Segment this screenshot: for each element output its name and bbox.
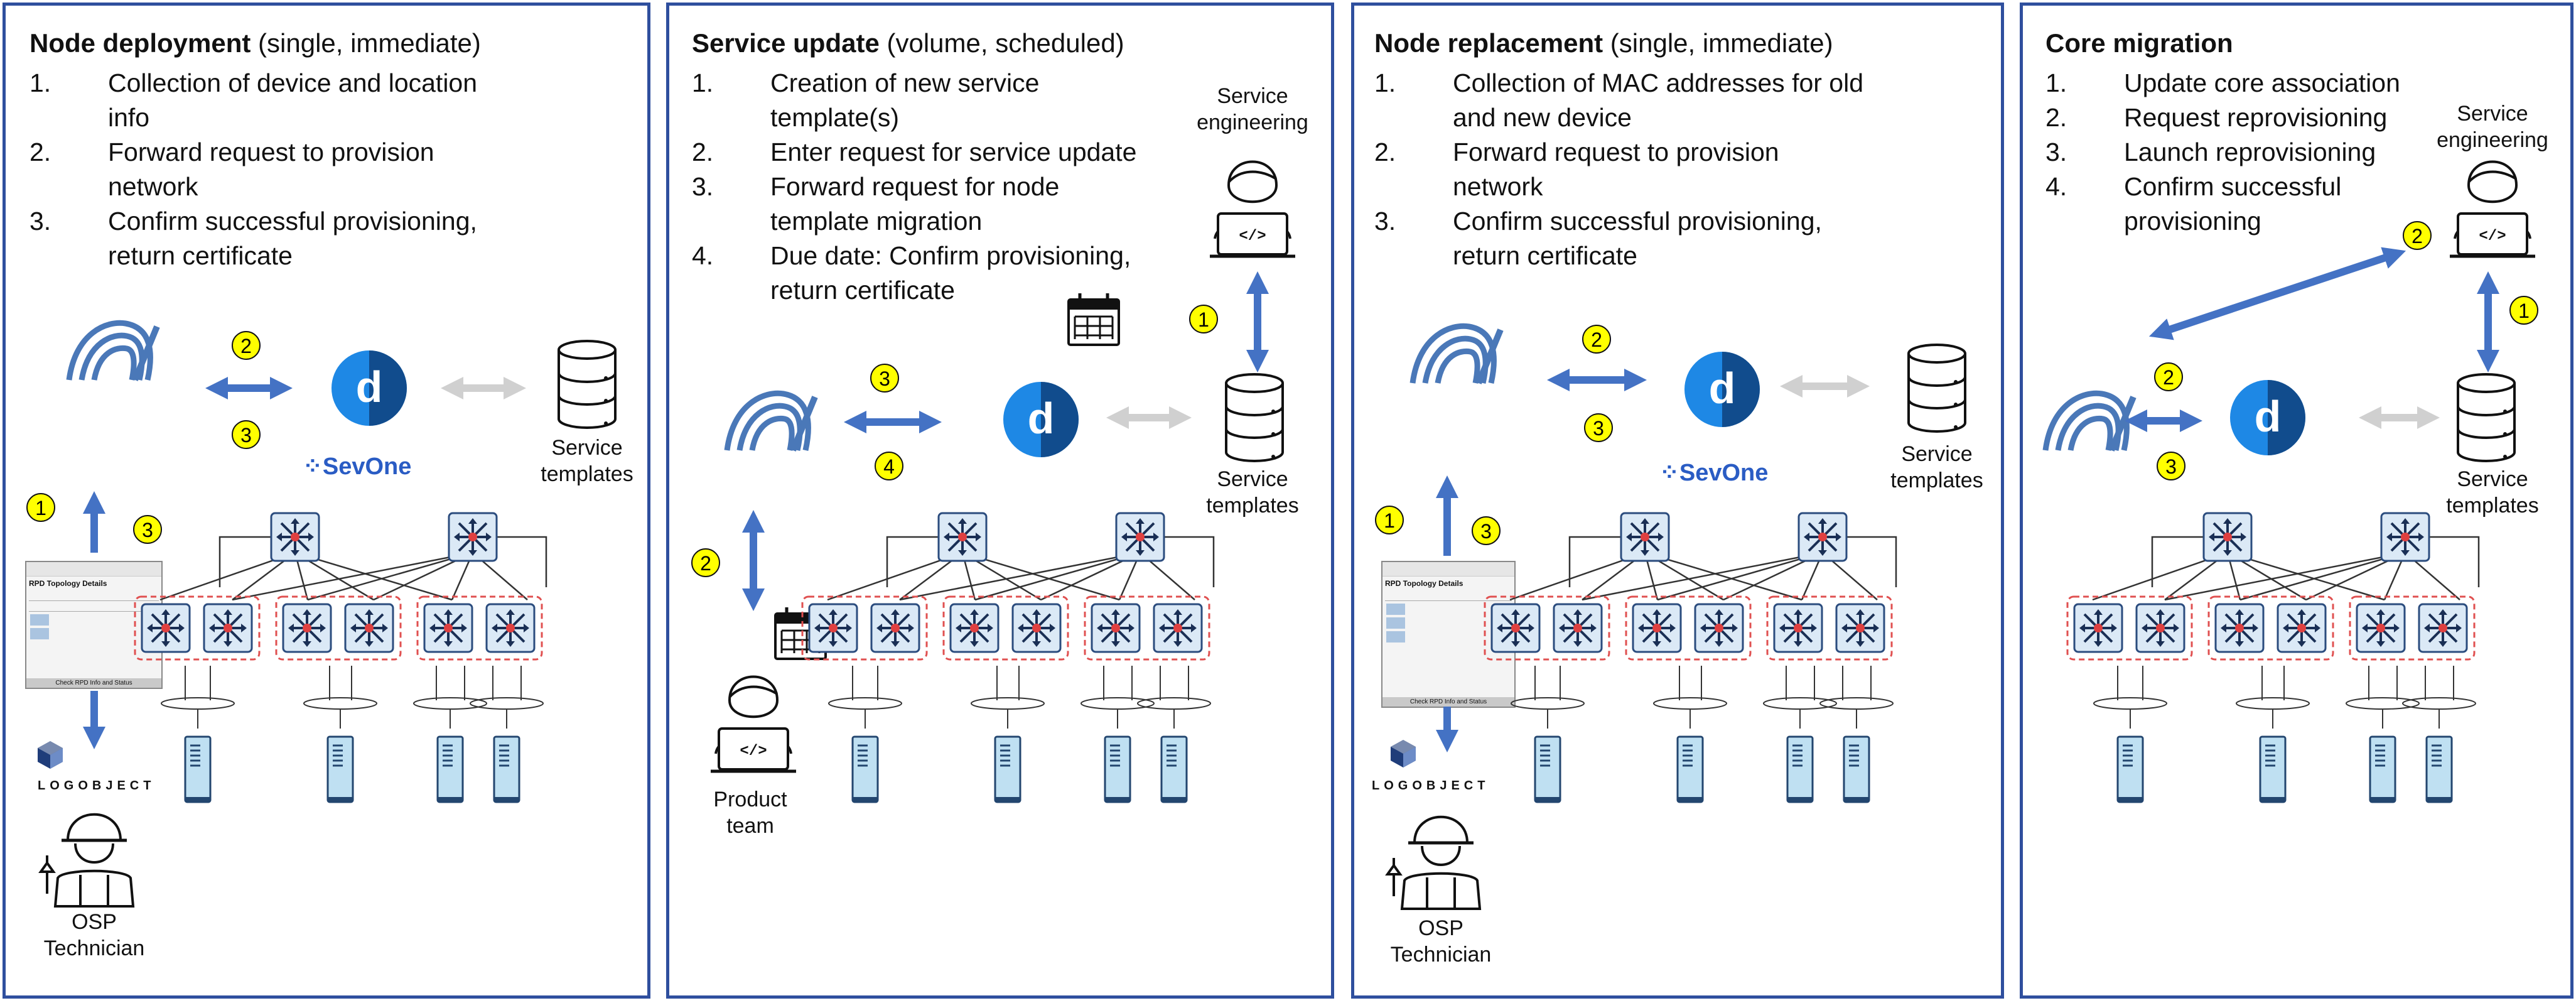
logobject-cube-icon <box>1391 740 1416 767</box>
database-icon <box>2457 373 2516 462</box>
technician-label: OSP Technician <box>1390 916 1492 967</box>
svg-text:3: 3 <box>1480 520 1492 543</box>
svg-text:1: 1 <box>1384 509 1395 532</box>
step-item: 2.Forward request to provision network <box>30 138 434 201</box>
step-badge: 1 <box>1375 506 1404 534</box>
panel-service-update: Service update (volume, scheduled) 1.Cre… <box>666 3 1334 999</box>
service-templates-label: Service templates <box>1206 467 1299 518</box>
svg-text:3: 3 <box>142 519 153 541</box>
step-item: 2.Enter request for service update <box>692 138 1137 166</box>
svg-text:3: 3 <box>2165 455 2177 478</box>
calendar-icon <box>1069 293 1119 345</box>
step-item: 3.Confirm successful provisioning, retur… <box>1374 207 1822 270</box>
step-badge: 3 <box>232 420 261 449</box>
netcracker-logo-icon <box>727 393 815 450</box>
step-item: 3.Confirm successful provisioning, retur… <box>30 207 477 270</box>
service-engineering-label: Service engineering <box>2437 102 2548 152</box>
sevone-label: ⁘SevOne <box>303 453 412 480</box>
logobject-cube-icon <box>38 741 63 769</box>
step-badge: 3 <box>133 515 162 544</box>
step-badge: 4 <box>875 452 903 480</box>
technician-icon <box>1388 817 1480 909</box>
d-logo-icon <box>1684 352 1760 427</box>
product-team-label: Product team <box>713 788 787 838</box>
network-topology <box>1485 513 1896 802</box>
network-topology <box>135 513 546 802</box>
panel-title: Core migration <box>2045 28 2233 58</box>
step-list: 1.Update core association 2.Request repr… <box>2045 66 2400 239</box>
step-item: 4.Confirm successful provisioning <box>2045 172 2342 236</box>
svg-text:4: 4 <box>883 455 895 478</box>
step-badge: 2 <box>2154 362 2183 391</box>
panel-title: Service update (volume, scheduled) <box>692 28 1124 58</box>
phone-screen-icon: RPD Topology Details Check RPD Info and … <box>1381 561 1516 708</box>
panel-title: Node replacement (single, immediate) <box>1374 28 1833 58</box>
netcracker-logo-icon <box>69 323 157 380</box>
svg-text:3: 3 <box>240 424 252 447</box>
database-icon <box>1225 373 1284 462</box>
step-item: 3.Forward request for node template migr… <box>692 172 1060 236</box>
diagonal-arrow <box>2148 247 2406 340</box>
d-logo-icon <box>1003 382 1079 457</box>
svg-text:2: 2 <box>2412 225 2423 247</box>
d-logo-icon <box>331 350 407 426</box>
service-templates-label: Service templates <box>1890 442 1983 492</box>
network-topology <box>2067 513 2479 802</box>
engineer-laptop-icon <box>1210 162 1295 257</box>
technician-label: OSP Technician <box>43 910 145 960</box>
logobject-label: LOGOBJECT <box>38 779 156 793</box>
step-badge: 3 <box>1472 516 1501 545</box>
sevone-label: ⁘SevOne <box>1659 460 1769 486</box>
svg-text:1: 1 <box>1198 308 1209 331</box>
technician-icon <box>41 815 133 906</box>
step-item: 2.Forward request to provision network <box>1374 138 1779 201</box>
step-badge: 2 <box>2403 221 2432 250</box>
svg-text:3: 3 <box>1593 417 1604 440</box>
step-badge: 1 <box>2509 296 2538 325</box>
service-engineering-label: Service engineering <box>1197 84 1308 134</box>
step-badge: 2 <box>1582 325 1611 354</box>
database-icon <box>558 340 617 429</box>
step-list: 1.Collection of MAC addresses for old an… <box>1374 66 1863 273</box>
step-item: 1.Collection of device and location info <box>30 68 478 132</box>
svg-text:2: 2 <box>240 335 252 357</box>
panel-title: Node deployment (single, immediate) <box>30 28 481 58</box>
database-icon <box>1907 344 1966 433</box>
step-list: 1.Collection of device and location info… <box>30 66 477 273</box>
step-item: 3.Launch reprovisioning <box>2045 138 2376 166</box>
d-logo-icon <box>2230 380 2305 455</box>
step-badge: 3 <box>870 364 899 393</box>
svg-text:2: 2 <box>700 552 711 575</box>
svg-text:1: 1 <box>35 497 46 519</box>
phone-screen-icon: RPD Topology Details Check RPD Info and … <box>25 561 163 689</box>
step-item: 4.Due date: Confirm provisioning, return… <box>692 241 1131 305</box>
netcracker-logo-icon <box>1413 326 1501 383</box>
svg-text:2: 2 <box>1591 328 1602 351</box>
svg-text:3: 3 <box>879 367 890 390</box>
logobject-label: LOGOBJECT <box>1372 779 1490 793</box>
step-badge: 1 <box>26 493 55 522</box>
service-templates-label: Service templates <box>2446 467 2539 518</box>
service-templates-label: Service templates <box>541 436 633 486</box>
step-item: 1.Collection of MAC addresses for old an… <box>1374 68 1864 132</box>
step-badge: 2 <box>232 331 261 360</box>
step-badge: 2 <box>691 548 720 577</box>
step-item: 1.Update core association <box>2045 68 2400 97</box>
netcracker-logo-icon <box>2045 393 2133 450</box>
svg-text:1: 1 <box>2518 300 2530 322</box>
step-badge: 3 <box>1584 413 1613 442</box>
step-item: 2.Request reprovisioning <box>2045 103 2388 132</box>
svg-text:2: 2 <box>2163 366 2174 389</box>
engineer-laptop-icon <box>2450 162 2535 257</box>
step-badge: 1 <box>1189 305 1218 333</box>
step-badge: 3 <box>2157 452 2185 480</box>
step-item: 1.Creation of new service template(s) <box>692 68 1040 132</box>
engineer-laptop-icon <box>711 677 796 772</box>
network-topology <box>802 513 1214 802</box>
step-list: 1.Creation of new service template(s) 2.… <box>692 66 1136 308</box>
